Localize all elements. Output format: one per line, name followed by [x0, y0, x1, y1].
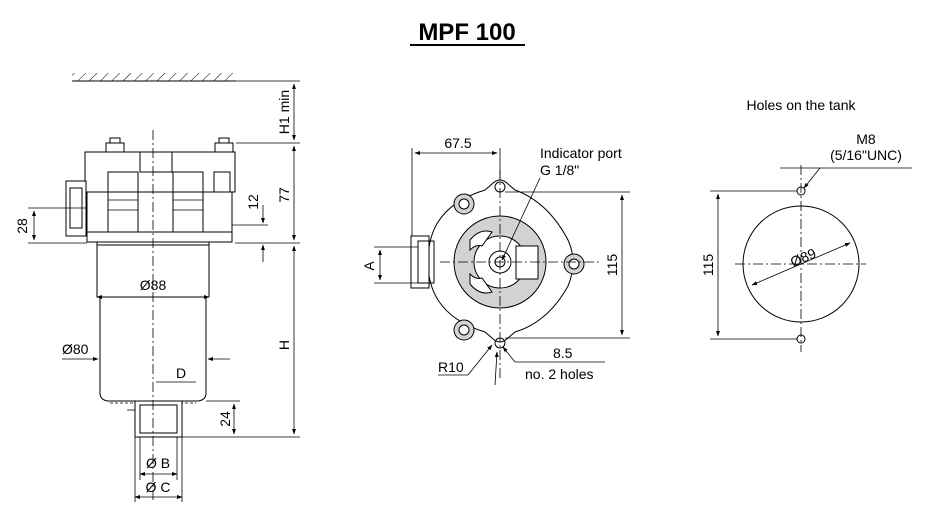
label-115-top: 115: [604, 254, 620, 277]
title-block: MPF 100: [410, 19, 525, 46]
dim-d: D: [156, 365, 196, 383]
label-no-2-holes: no. 2 holes: [525, 366, 594, 382]
label-8-5: 8.5: [553, 345, 573, 361]
dim-b: Ø B: [139, 437, 178, 480]
dim-d80: Ø80: [62, 341, 230, 361]
label-g-1-8: G 1/8": [540, 162, 579, 178]
dim-24: 24: [206, 400, 240, 435]
top-view: 67.5 Indicator port G 1/8" 115 A R10: [361, 135, 630, 386]
dim-h: H: [182, 245, 300, 438]
dim-d88: Ø88: [96, 277, 210, 299]
label-12: 12: [245, 194, 261, 210]
indicator-port-callout: Indicator port G 1/8": [501, 145, 622, 261]
dim-67-5: 67.5: [411, 135, 501, 236]
label-24: 24: [217, 411, 233, 427]
dim-115-top: 115: [505, 191, 630, 339]
label-d89: Ø89: [788, 245, 819, 270]
dim-115-tank: 115: [700, 190, 797, 340]
top-bolts: [453, 181, 585, 349]
label-r10: R10: [438, 359, 464, 375]
label-m8: M8: [856, 131, 876, 147]
label-67-5: 67.5: [444, 135, 471, 151]
dim-12: 12: [232, 194, 268, 262]
label-d: D: [176, 365, 186, 381]
dim-77: 77: [235, 145, 300, 244]
label-a: A: [361, 261, 377, 271]
label-28: 28: [14, 218, 30, 234]
filter-head: [65, 137, 236, 243]
dim-h1-min: H1 min: [236, 80, 300, 144]
dim-8-5-holes: 8.5 no. 2 holes: [494, 345, 605, 386]
side-view: H1 min 77 12 28 Ø88: [14, 73, 300, 502]
label-indicator-port: Indicator port: [540, 145, 622, 161]
top-port-block: [410, 235, 430, 289]
dim-a: A: [361, 246, 418, 284]
label-b: Ø B: [146, 455, 170, 471]
drawing-title: MPF 100: [418, 19, 515, 46]
dim-r10: R10: [438, 344, 493, 376]
label-d80: Ø80: [62, 341, 89, 357]
dim-28: 28: [14, 207, 87, 244]
tank-view: Holes on the tank M8 (5/16"UNC) 115 Ø89: [700, 97, 912, 352]
label-unc: (5/16"UNC): [830, 147, 902, 163]
label-c: Ø C: [146, 479, 171, 495]
label-h: H: [276, 340, 292, 350]
label-115-tank: 115: [700, 254, 716, 277]
label-d88: Ø88: [140, 277, 167, 293]
label-holes-on-tank: Holes on the tank: [747, 97, 857, 113]
tank-wall: [72, 73, 236, 82]
label-77: 77: [276, 187, 292, 203]
label-h1-min: H1 min: [276, 90, 292, 134]
dim-c: Ø C: [134, 437, 183, 502]
